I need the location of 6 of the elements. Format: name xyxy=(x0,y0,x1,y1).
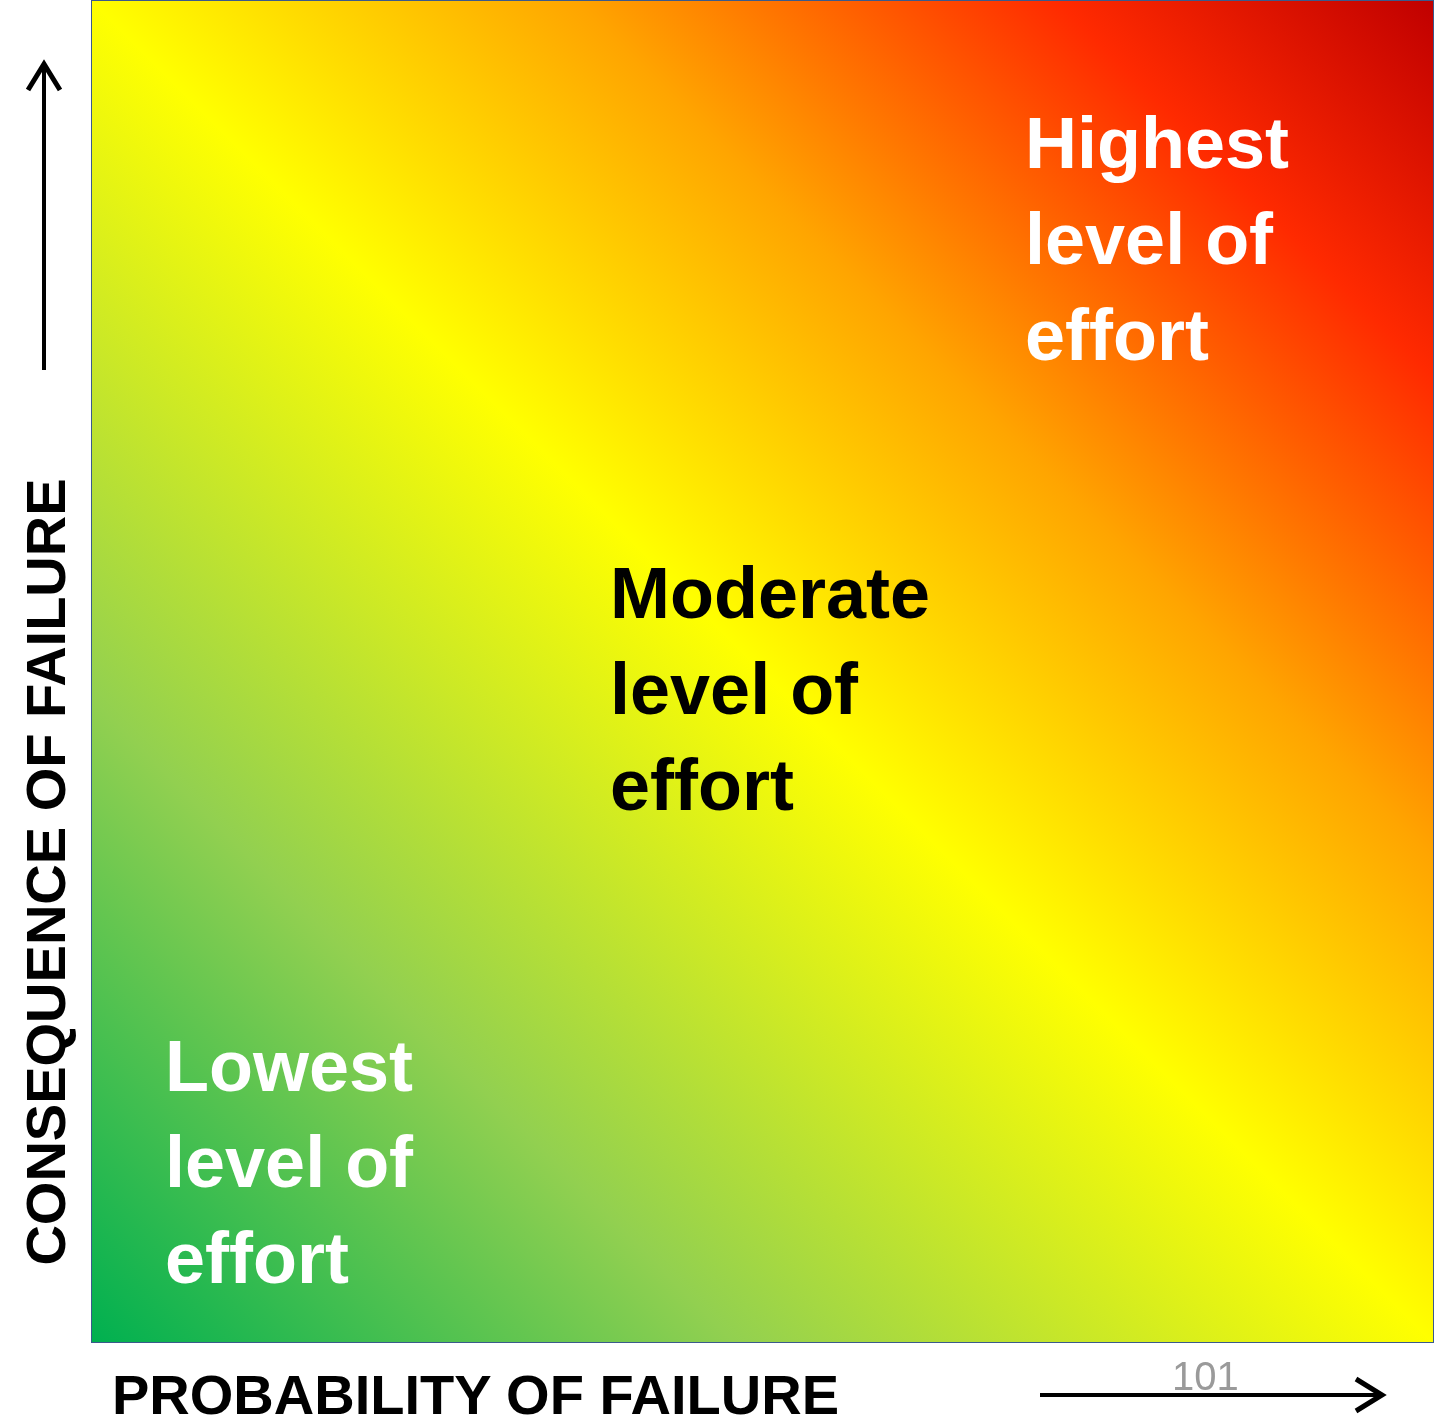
effort-level-label: Highest level of effort xyxy=(1025,102,1291,377)
axis-title: CONSEQUENCE OF FAILURE xyxy=(12,478,78,1266)
axis-title: PROBABILITY OF FAILURE xyxy=(112,1362,839,1427)
effort-level-label: Lowest level of effort xyxy=(165,1025,415,1300)
page-number: 101 xyxy=(1172,1354,1239,1399)
effort-level-label: Moderate level of effort xyxy=(610,552,932,827)
